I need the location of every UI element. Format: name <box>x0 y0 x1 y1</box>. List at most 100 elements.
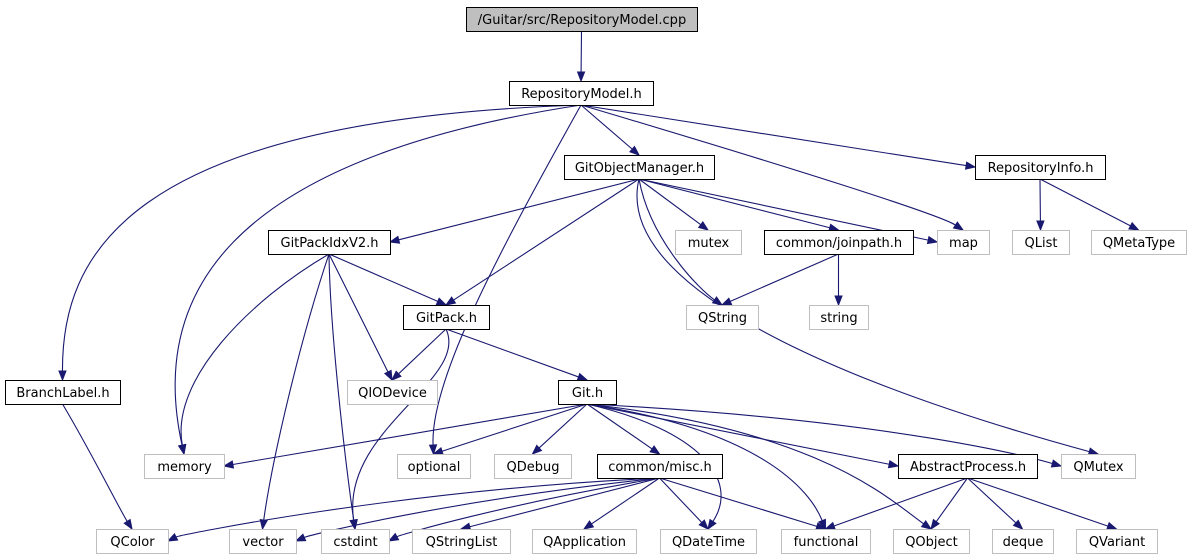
edge-misc-to-qdatetime <box>659 477 709 530</box>
node-label-root: /Guitar/src/RepositoryModel.cpp <box>478 13 686 28</box>
node-repositoryinfo[interactable]: RepositoryInfo.h <box>975 155 1106 180</box>
edge-gitpackidxv2-to-gitpack <box>328 253 448 306</box>
node-qstringlist: QStringList <box>412 529 511 554</box>
edge-git-to-abstractprocess <box>586 403 900 469</box>
edge-repositorymodel-to-gitobjectmanager <box>580 104 641 156</box>
edge-repositorymodel-to-repositoryinfo <box>580 104 977 170</box>
edge-repositoryinfo-to-qlist <box>1036 178 1045 232</box>
edge-git-to-optional <box>432 403 588 456</box>
node-qvariant: QVariant <box>1076 529 1158 554</box>
node-qstring: QString <box>686 305 759 330</box>
edge-abstractprocess-to-qobject <box>930 477 968 531</box>
node-label-memory: memory <box>157 460 212 475</box>
edge-gitpack-to-git <box>445 328 589 381</box>
node-string: string <box>809 305 869 330</box>
node-gitpack[interactable]: GitPack.h <box>403 305 490 330</box>
node-label-qobject: QObject <box>905 535 958 550</box>
node-abstractprocess[interactable]: AbstractProcess.h <box>898 454 1038 479</box>
node-label-qstringlist: QStringList <box>426 535 498 550</box>
node-memory: memory <box>144 454 225 479</box>
edge-gitpack-to-qiodevice <box>390 328 447 381</box>
node-deque: deque <box>992 529 1054 554</box>
node-label-git: Git.h <box>572 386 603 401</box>
node-git[interactable]: Git.h <box>558 380 617 405</box>
node-label-qmutex: QMutex <box>1073 460 1124 475</box>
node-label-joinpath: common/joinpath.h <box>776 236 902 251</box>
node-label-qmetatype: QMetaType <box>1103 236 1175 251</box>
edge-repositoryinfo-to-qmetatype <box>1039 178 1140 231</box>
edge-git-to-misc <box>586 403 661 455</box>
edge-git-to-memory <box>222 403 588 469</box>
node-label-qiodevice: QIODevice <box>358 386 427 401</box>
edge-git-to-qmutex <box>586 403 1063 468</box>
edge-branchlabel-to-qcolor <box>62 403 133 531</box>
node-map: map <box>937 230 990 255</box>
node-functional: functional <box>781 529 871 554</box>
edge-gitobjectmanager-to-joinpath <box>638 178 840 232</box>
node-label-branchlabel: BranchLabel.h <box>16 386 109 401</box>
edge-abstractprocess-to-deque <box>967 477 1024 530</box>
edge-gitpackidxv2-to-vector <box>259 253 330 531</box>
node-label-optional: optional <box>408 460 461 475</box>
node-joinpath[interactable]: common/joinpath.h <box>764 230 914 255</box>
edge-misc-to-qstringlist <box>459 477 660 531</box>
node-qmetatype: QMetaType <box>1091 230 1187 255</box>
node-qcolor: QColor <box>96 529 169 554</box>
node-mutex: mutex <box>675 230 742 255</box>
node-branchlabel[interactable]: BranchLabel.h <box>5 380 121 405</box>
node-qdatetime: QDateTime <box>660 529 757 554</box>
node-cstdint: cstdint <box>321 529 390 554</box>
node-qapplication: QApplication <box>532 529 637 554</box>
edge-git-to-qobject <box>586 403 933 530</box>
node-label-functional: functional <box>794 535 859 550</box>
node-label-cstdint: cstdint <box>333 535 377 550</box>
node-label-qlist: QList <box>1025 236 1058 251</box>
node-gitobjectmanager[interactable]: GitObjectManager.h <box>564 155 715 180</box>
node-qiodevice: QIODevice <box>347 380 438 405</box>
node-misc[interactable]: common/misc.h <box>597 454 723 479</box>
node-qdebug: QDebug <box>494 454 572 479</box>
node-label-misc: common/misc.h <box>608 460 712 475</box>
node-qobject: QObject <box>893 529 970 554</box>
node-label-mutex: mutex <box>688 236 730 251</box>
node-label-qdebug: QDebug <box>507 460 560 475</box>
edge-root-to-repositorymodel <box>576 30 586 83</box>
edge-repositorymodel-to-map <box>580 104 965 231</box>
node-label-qdatetime: QDateTime <box>672 535 745 550</box>
edge-abstractprocess-to-qvariant <box>967 477 1118 530</box>
node-label-qstring: QString <box>698 311 747 326</box>
edge-abstractprocess-to-functional <box>824 477 968 530</box>
edge-misc-to-qapplication <box>582 477 660 530</box>
node-label-repositorymodel: RepositoryModel.h <box>521 87 642 102</box>
node-label-qapplication: QApplication <box>543 535 626 550</box>
node-vector: vector <box>229 529 297 554</box>
node-gitpackidxv2[interactable]: GitPackIdxV2.h <box>268 230 391 255</box>
edge-gitpack-to-cstdint <box>349 328 450 531</box>
edge-git-to-qdebug <box>531 403 588 455</box>
edge-joinpath-to-qstring <box>720 253 839 306</box>
edge-gitobjectmanager-to-map <box>638 178 939 245</box>
edge-gitpackidxv2-to-qiodevice <box>328 253 393 382</box>
node-label-gitpackidxv2: GitPackIdxV2.h <box>281 236 379 251</box>
node-label-map: map <box>949 236 978 251</box>
node-label-repositoryinfo: RepositoryInfo.h <box>988 161 1094 176</box>
node-label-vector: vector <box>242 535 284 550</box>
edge-misc-to-cstdint <box>387 477 660 542</box>
node-label-qcolor: QColor <box>110 535 155 550</box>
node-qmutex: QMutex <box>1061 454 1136 479</box>
edge-joinpath-to-string <box>834 254 843 307</box>
edge-gitpackidxv2-to-memory <box>178 253 330 456</box>
edge-misc-to-vector <box>294 477 660 542</box>
edge-gitobjectmanager-to-gitpackidxv2 <box>388 178 640 244</box>
node-repositorymodel[interactable]: RepositoryModel.h <box>509 81 654 106</box>
edge-gitobjectmanager-to-mutex <box>638 178 710 231</box>
node-label-string: string <box>820 311 857 326</box>
node-qlist: QList <box>1012 230 1070 255</box>
edge-misc-to-qcolor <box>166 477 660 542</box>
edge-gitobjectmanager-to-gitpack <box>444 178 640 306</box>
edge-repositorymodel-to-branchlabel <box>58 104 582 382</box>
node-label-gitpack: GitPack.h <box>416 311 477 326</box>
node-label-gitobjectmanager: GitObjectManager.h <box>575 161 704 176</box>
node-root[interactable]: /Guitar/src/RepositoryModel.cpp <box>466 7 698 32</box>
